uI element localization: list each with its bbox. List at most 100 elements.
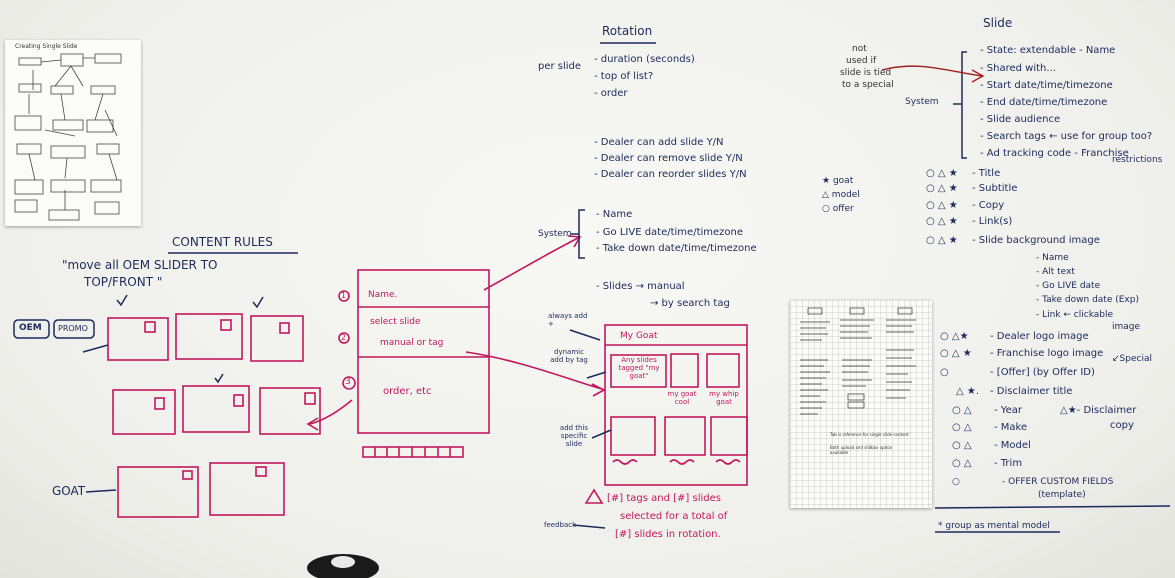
legend-goat: ★ goat — [822, 176, 853, 186]
bg-sub-1: - Alt text — [1036, 267, 1075, 277]
feedback-note: feedback — [544, 521, 577, 529]
field-label: - Title — [972, 168, 1001, 179]
field-label: - OFFER CUSTOM FIELDS — [1002, 477, 1114, 487]
not-used-0: not — [852, 44, 867, 54]
field-marks: △ ★. — [956, 386, 980, 397]
logo-row-dealer: ○ △★ - Dealer logo image — [940, 331, 1089, 343]
paper-note-1: Tab is reference for single slide conten… — [830, 432, 909, 437]
field-label: - Year — [994, 405, 1022, 416]
slide-system-item-1: - Shared with... — [980, 63, 1056, 74]
bg-sub-4: - Link ← clickable — [1036, 310, 1114, 320]
field-marks: ○ — [940, 367, 949, 378]
field-row-copy: ○ △ ★ - Copy — [926, 200, 1004, 212]
logo-row-disclaimer: △ ★.- Disclaimer title — [956, 386, 1072, 398]
group-note: * group as mental model — [938, 521, 1050, 531]
dealer-item-0: - Dealer can add slide Y/N — [594, 137, 724, 148]
restrictions-note: restrictions — [1112, 155, 1163, 165]
slide-system-item-0: - State: extendable - Name — [980, 45, 1116, 56]
bg-sub-3: - Take down date (Exp) — [1036, 295, 1139, 305]
offer-symbol: ○ — [822, 204, 830, 214]
bg-sub-0: - Name — [1036, 253, 1069, 263]
field-label: - Model — [994, 440, 1031, 451]
offer-label-text: offer — [832, 204, 854, 214]
field-marks: ○ △ — [952, 458, 972, 469]
slide-title: Slide — [983, 16, 1013, 30]
promo-tag: PROMO — [58, 324, 88, 333]
field-label: - Subtitle — [972, 183, 1018, 194]
special-note: ↙Special — [1112, 354, 1152, 364]
system-item-2: - Take down date/time/timezone — [596, 243, 757, 254]
dynamic-add-note: dynamic add by tag — [550, 348, 588, 365]
slide-system-item-3: - End date/time/timezone — [980, 97, 1108, 108]
any-slides-tile: Any slides tagged "my goat" — [618, 356, 660, 381]
add-this-note: add this specific slide — [559, 424, 589, 449]
field-label: - Link(s) — [972, 216, 1013, 227]
field-label: - Copy — [972, 200, 1005, 211]
goat-label: GOAT — [52, 484, 86, 498]
bg-sub-2: - Go LIVE date — [1036, 281, 1101, 291]
my-goat-cool: my goat cool — [667, 390, 697, 407]
name-field: Name. — [368, 290, 398, 300]
content-rules-heading: CONTENT RULES — [172, 235, 273, 249]
per-slide-item-2: - order — [594, 88, 628, 99]
field-marks: ○ △ ★ — [926, 200, 958, 211]
vehicle-row-year: ○ △ - Year — [952, 405, 1022, 417]
field-marks: ○ △ ★ — [926, 235, 958, 246]
slides-line-2: → by search tag — [650, 298, 730, 309]
rotation-system-label: System — [538, 229, 572, 239]
disclaimer-copy-2: copy — [1110, 420, 1134, 431]
field-label: - Make — [994, 422, 1028, 433]
field-row-title: ○ △ ★- Title — [926, 168, 1000, 180]
field-row-subtitle: ○ △ ★ - Subtitle — [926, 183, 1017, 195]
field-marks: ○ △ — [952, 405, 972, 416]
slide-system-item-2: - Start date/time/timezone — [980, 80, 1113, 91]
step-1: 1 — [341, 291, 347, 300]
field-marks: ○ △ ★ — [926, 183, 958, 194]
goat-label-text: goat — [832, 176, 854, 186]
step-2: 2 — [341, 333, 347, 342]
field-label: - Trim — [994, 458, 1023, 469]
paper-flowchart-sketch: Creating Single Slide — [5, 40, 141, 226]
dealer-item-1: - Dealer can remove slide Y/N — [594, 153, 743, 164]
manual-option: manual or tag — [380, 338, 444, 348]
vehicle-row-custom: ○ - OFFER CUSTOM FIELDS — [952, 477, 1113, 487]
legend-model: △ model — [822, 190, 860, 200]
order-etc: order, etc — [383, 386, 432, 397]
field-row-links: ○ △ ★ - Link(s) — [926, 216, 1012, 228]
field-label: - Dealer logo image — [990, 331, 1089, 342]
not-used-1: used if — [846, 56, 877, 66]
template-note: (template) — [1038, 490, 1086, 500]
my-goat-header: My Goat — [620, 331, 658, 341]
field-marks: ○ △ — [952, 422, 972, 433]
paper-grid-notes: Tab is reference for single slide conten… — [790, 300, 932, 508]
field-label: - [Offer] (by Offer ID) — [990, 367, 1095, 378]
vehicle-row-model: ○ △ - Model — [952, 440, 1031, 452]
field-marks: ○ — [952, 477, 960, 487]
warning-line-3: [#] slides in rotation. — [615, 529, 721, 540]
field-label: - Slide background image — [972, 235, 1100, 246]
logo-row-offer: ○ - [Offer] (by Offer ID) — [940, 367, 1095, 379]
field-row-background: ○ △ ★ - Slide background image — [926, 235, 1100, 247]
my-whip-goat: my whip goat — [709, 390, 739, 407]
paper-grid-sketch — [800, 307, 916, 415]
not-used-3: to a special — [842, 80, 894, 90]
step-3: 3 — [345, 377, 351, 387]
paper-note-2: Both upload and slidbox option available — [830, 445, 893, 455]
paper-title: Creating Single Slide — [15, 43, 78, 50]
field-label: - Franchise logo image — [990, 348, 1104, 359]
slides-line-1: - Slides → manual — [596, 281, 685, 292]
field-marks: ○ △★ — [940, 331, 969, 342]
vehicle-row-trim: ○ △ - Trim — [952, 458, 1022, 470]
system-item-1: - Go LIVE date/time/timezone — [596, 227, 744, 238]
model-symbol: △ — [822, 190, 829, 200]
slide-system-item-4: - Slide audience — [980, 114, 1061, 125]
field-marks: ○ △ ★ — [926, 216, 958, 227]
image-word: image — [1112, 322, 1141, 332]
goat-symbol: ★ — [822, 176, 831, 186]
model-label-text: model — [831, 190, 860, 200]
always-add-note: always add + — [548, 312, 588, 329]
per-slide-item-0: - duration (seconds) — [594, 54, 695, 65]
warning-line-2: selected for a total of — [620, 511, 728, 522]
field-marks: ○ △ — [952, 440, 972, 451]
